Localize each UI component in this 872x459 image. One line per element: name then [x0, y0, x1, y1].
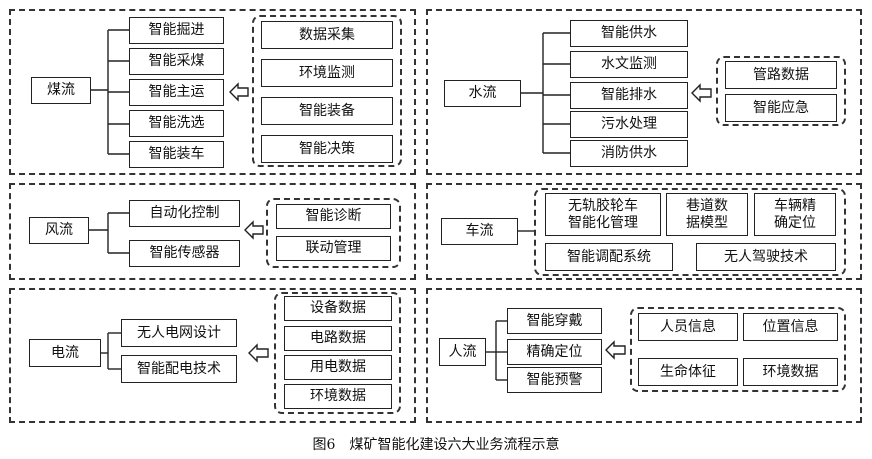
- people-branch-wearables: 智能穿戴: [507, 308, 602, 334]
- wind-flow-node: 风流: [29, 217, 89, 244]
- water-input-pipeline-data: 管路数据: [725, 61, 837, 89]
- vehicle-item-trackless-management: 无轨胶轮车 智能化管理: [545, 193, 661, 236]
- water-branch-supply: 智能供水: [570, 20, 688, 47]
- coal-input-smart-decision: 智能决策: [261, 135, 393, 163]
- figure-caption: 图6 煤矿智能化建设六大业务流程示意: [312, 437, 560, 453]
- coal-input-group: [252, 15, 402, 167]
- vehicle-item-group: [534, 188, 846, 276]
- coal-flow-panel: [9, 9, 416, 175]
- people-flow-node: 人流: [439, 338, 486, 366]
- wind-input-diagnosis: 智能诊断: [276, 204, 391, 229]
- coal-branch-washing: 智能洗选: [129, 110, 224, 137]
- coal-branch-loading: 智能装车: [129, 141, 224, 168]
- water-input-emergency: 智能应急: [725, 94, 837, 122]
- people-input-environment-data: 环境数据: [743, 358, 838, 386]
- people-input-location-info: 位置信息: [743, 313, 838, 341]
- coal-flow-node: 煤流: [31, 77, 91, 104]
- vehicle-item-precise-positioning: 车辆精 确定位: [754, 193, 836, 236]
- power-input-usage-data: 用电数据: [284, 355, 392, 380]
- vehicle-item-roadway-model: 巷道数 据模型: [666, 193, 748, 236]
- vehicle-item-autonomous-driving: 无人驾驶技术: [696, 243, 836, 271]
- power-flow-panel: [9, 288, 416, 423]
- power-input-environment-data: 环境数据: [284, 384, 392, 409]
- water-branch-fire-supply: 消防供水: [570, 140, 688, 167]
- people-input-vital-signs: 生命体征: [638, 358, 738, 386]
- vehicle-flow-node: 车流: [441, 218, 518, 245]
- vehicle-item-dispatch-system: 智能调配系统: [545, 243, 673, 271]
- wind-input-linkage: 联动管理: [276, 236, 391, 261]
- water-branch-hydrology: 水文监测: [570, 51, 688, 78]
- coal-input-data-collection: 数据采集: [261, 21, 393, 49]
- coal-branch-main-transport: 智能主运: [129, 79, 224, 106]
- coal-branch-mining: 智能采煤: [129, 48, 224, 75]
- water-input-group: [716, 56, 846, 126]
- wind-input-group: [266, 198, 401, 268]
- people-branch-warning: 智能预警: [507, 367, 602, 393]
- people-flow-panel: [426, 288, 862, 423]
- vehicle-flow-panel: [426, 183, 862, 280]
- power-input-equipment-data: 设备数据: [284, 296, 392, 321]
- power-branch-distribution: 智能配电技术: [121, 355, 237, 383]
- power-flow-node: 电流: [29, 339, 101, 367]
- water-branch-sewage: 污水处理: [570, 111, 688, 138]
- power-input-group: [274, 292, 401, 414]
- wind-branch-automation: 自动化控制: [129, 200, 240, 227]
- people-input-group: [630, 307, 846, 392]
- wind-branch-sensors: 智能传感器: [129, 240, 240, 267]
- water-flow-node: 水流: [444, 80, 521, 107]
- coal-branch-tunneling: 智能掘进: [129, 17, 224, 44]
- power-input-circuit-data: 电路数据: [284, 326, 392, 351]
- water-branch-drainage: 智能排水: [570, 82, 688, 109]
- water-flow-panel: [426, 9, 862, 175]
- wind-flow-panel: [9, 183, 416, 280]
- people-branch-positioning: 精确定位: [507, 339, 602, 365]
- coal-input-smart-equipment: 智能装备: [261, 97, 393, 125]
- people-input-personnel-info: 人员信息: [638, 313, 738, 341]
- coal-input-environment-monitoring: 环境监测: [261, 59, 393, 87]
- power-branch-unmanned-grid: 无人电网设计: [121, 319, 237, 347]
